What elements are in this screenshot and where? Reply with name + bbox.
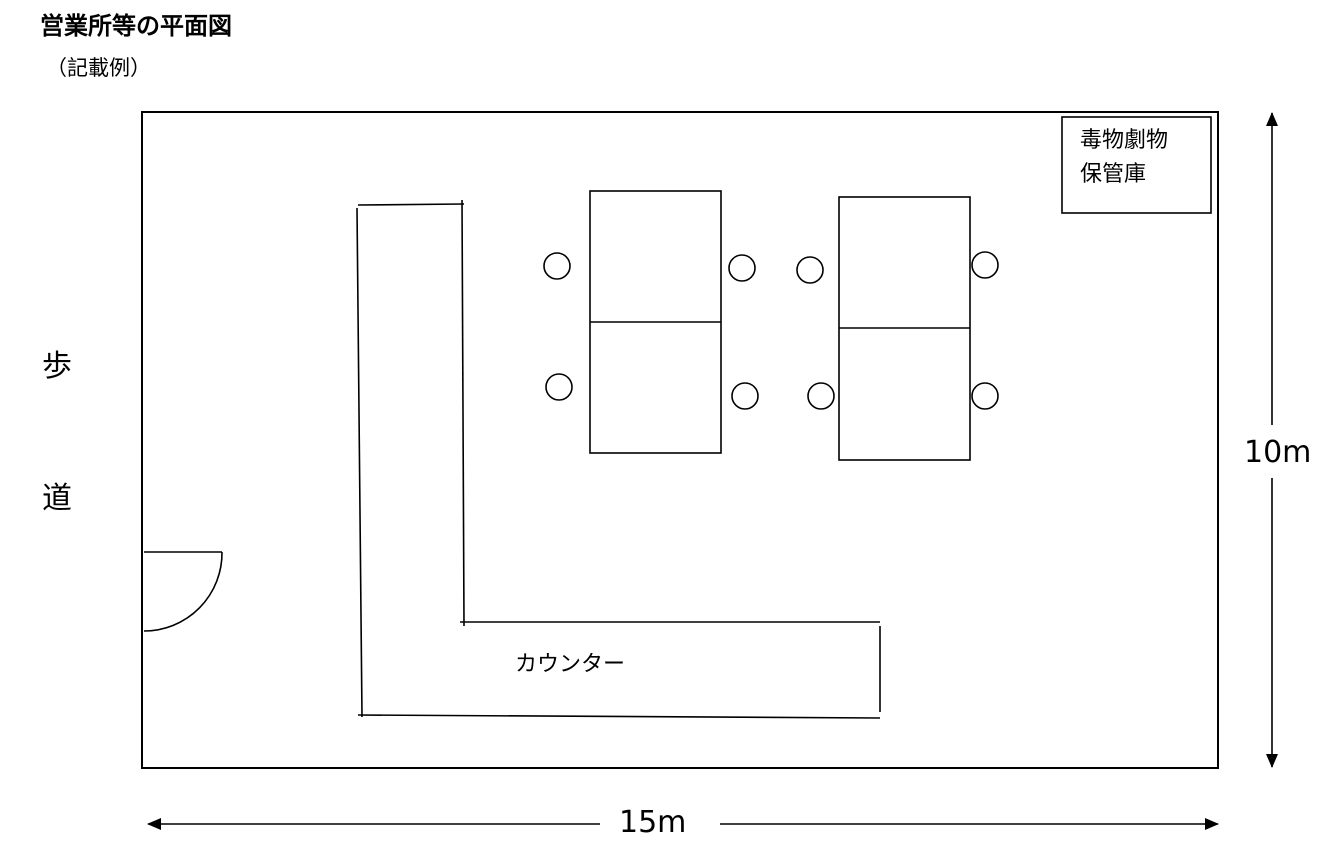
height-label: 10m <box>1244 432 1312 474</box>
sidewalk-label-1: 歩 <box>42 349 72 384</box>
counter <box>356 199 881 719</box>
chair <box>543 252 571 280</box>
storage-cabinet <box>1061 116 1212 214</box>
page-title: 営業所等の平面図 <box>40 12 232 40</box>
storage-label-line2: 保管庫 <box>1080 162 1147 187</box>
counter-label: カウンター <box>515 652 626 677</box>
chair <box>545 373 573 401</box>
chair <box>971 382 999 410</box>
chairs <box>543 251 999 410</box>
chair <box>796 256 824 284</box>
chair <box>731 382 759 410</box>
storage-cabinet-label: 毒物劇物 保管庫 <box>1080 124 1200 192</box>
storage-label-line1: 毒物劇物 <box>1080 128 1169 153</box>
chair <box>971 251 999 279</box>
sidewalk-label-2: 道 <box>42 481 72 516</box>
width-label: 15m <box>605 808 701 838</box>
table-left <box>589 190 722 454</box>
door <box>143 551 223 632</box>
room-outline <box>141 111 1219 769</box>
chair <box>807 382 835 410</box>
table-right <box>838 196 971 461</box>
chair <box>728 254 756 282</box>
page-subtitle: （記載例） <box>46 56 151 80</box>
